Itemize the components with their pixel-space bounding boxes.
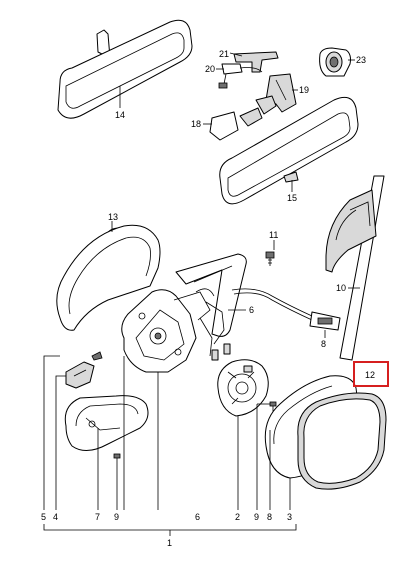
leader-lines <box>43 355 291 510</box>
callout-2: 2 <box>235 512 240 522</box>
clip-5 <box>65 351 103 389</box>
screw-9-left <box>113 453 121 466</box>
callout-6-bottom: 6 <box>195 512 200 522</box>
mirror-motor-2 <box>217 359 269 417</box>
callout-10: 10 <box>336 283 346 293</box>
callout-13: 13 <box>108 212 118 222</box>
callout-14: 14 <box>115 110 125 120</box>
callout-3: 3 <box>287 512 292 522</box>
rear-view-mirror-upper <box>57 19 193 119</box>
rear-view-mirror-lower <box>219 96 359 205</box>
callout-9-left: 9 <box>114 512 119 522</box>
callout-15: 15 <box>287 193 297 203</box>
callout-12: 12 <box>365 370 375 380</box>
mount-base-18 <box>209 95 277 141</box>
mirror-adjuster-mechanism <box>121 288 231 373</box>
callout-5: 5 <box>41 512 46 522</box>
callout-18: 18 <box>191 119 201 129</box>
callout-23: 23 <box>356 55 366 65</box>
callout-9-right: 9 <box>254 512 259 522</box>
mirror-base-frame <box>175 253 247 337</box>
callout-21: 21 <box>219 49 229 59</box>
mirror-bracket-21 <box>233 51 279 73</box>
wiring-connector-20 <box>218 63 263 89</box>
callout-7: 7 <box>95 512 100 522</box>
bolt-11 <box>265 251 275 266</box>
callout-20: 20 <box>205 64 215 74</box>
assembly-bracket-1 <box>43 524 297 536</box>
window-seal-10 <box>325 175 385 361</box>
wiring-harness-8 <box>231 288 341 331</box>
lower-housing-7 <box>64 395 149 451</box>
callout-8-bottom: 8 <box>267 512 272 522</box>
callout-11: 11 <box>269 230 278 240</box>
callout-19: 19 <box>299 85 309 95</box>
callout-1: 1 <box>167 538 172 548</box>
callout-8-top: 8 <box>321 339 326 349</box>
callout-12-highlight-box <box>353 361 389 387</box>
mirror-glass-12 <box>297 392 387 490</box>
callout-6-top: 6 <box>249 305 254 315</box>
mirror-housing-cap-13 <box>56 224 161 331</box>
rain-sensor-23 <box>319 47 351 77</box>
callout-4: 4 <box>53 512 58 522</box>
